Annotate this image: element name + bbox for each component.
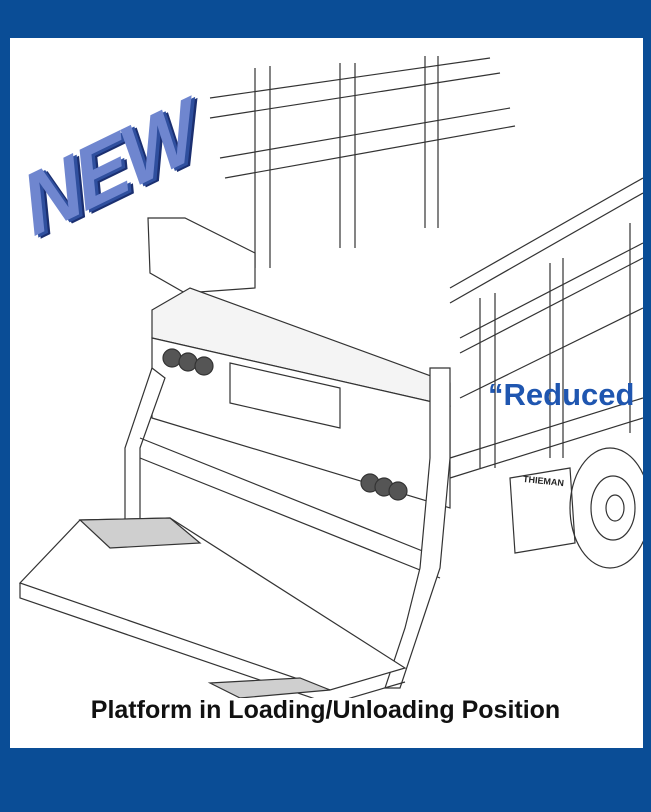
- illustration-panel: NEW “Reduced THIEMAN: [10, 38, 643, 748]
- caption: Platform in Loading/Unloading Position: [90, 696, 561, 724]
- reduced-callout: “Reduced: [488, 377, 635, 412]
- liftgate-illustration: [18, 56, 643, 698]
